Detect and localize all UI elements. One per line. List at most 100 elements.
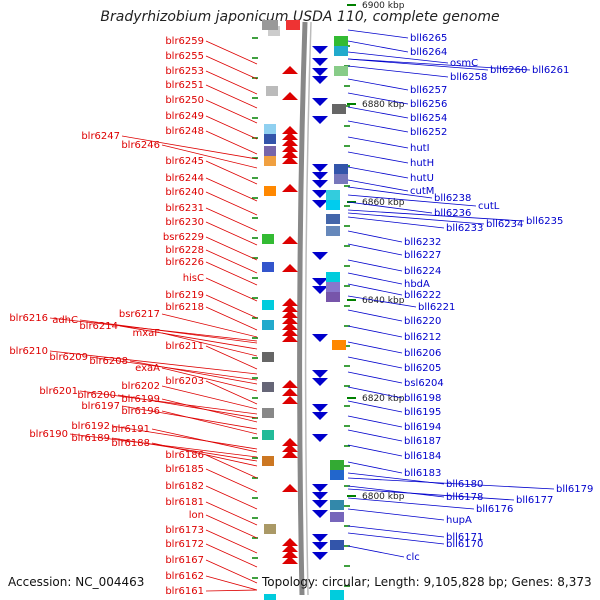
scale-label: 6860 kbp [362,198,405,208]
label-leader-left [205,160,258,185]
label-leader-right [347,371,403,384]
gene-block-forward [264,524,276,534]
label-leader-left [205,501,258,526]
gene-arrow-reverse [312,404,328,412]
gene-arrow-forward [282,304,298,312]
gene-arrow-forward [282,66,298,74]
accession-label: Accession: NC_004463 [8,575,145,589]
gene-arrow-forward [282,126,298,134]
label-leader-right [347,179,409,192]
label-leader-right [347,461,403,474]
label-leader-right [347,444,403,457]
gene-label-right: bll6170 [446,539,483,550]
label-leader-left [205,115,258,140]
label-leader-left [49,350,258,375]
gene-arrow-reverse [312,164,328,172]
gene-arrow-forward [282,380,298,388]
label-leader-left [205,191,258,216]
label-leader-left [161,313,258,338]
map-title: Bradyrhizobium japonicum USDA 110, compl… [100,9,500,25]
gene-label-left: blr6200 [77,390,116,401]
gene-block-forward [262,382,274,392]
scale-label: 6880 kbp [362,100,405,110]
gene-block-forward [264,594,276,600]
gene-label-left: blr6161 [165,586,204,597]
gene-arrow-forward [282,298,298,306]
label-leader-left [205,514,258,539]
label-leader-left [205,306,258,331]
label-leader-right [347,151,409,164]
label-leader-right [347,400,403,413]
gene-label-right: cutL [478,201,500,212]
label-leader-left [205,345,258,370]
gene-arrow-forward [282,316,298,324]
gene-arrow-reverse [312,180,328,188]
gene-label-right: bll6233 [446,223,483,234]
gene-block-forward [264,124,276,134]
gene-label-right: bll6235 [526,216,563,227]
gene-block-reverse [326,292,340,302]
gene-arrow-reverse [312,286,328,294]
gene-block-forward [262,456,274,466]
gene-arrow-reverse [312,76,328,84]
gene-arrow-forward [282,438,298,446]
gene-arrow-forward [282,544,298,552]
gene-block-reverse [330,512,344,522]
label-leader-right [347,136,409,149]
gene-block-reverse [334,174,348,184]
label-leader-right [347,532,445,545]
gene-label-left: exaA [135,363,160,374]
gene-arrow-forward [282,264,298,272]
label-leader-left [121,135,258,160]
label-leader-right [347,545,405,558]
label-leader-right [347,106,409,119]
label-leader-left [205,559,258,584]
gene-block-forward [268,26,280,36]
gene-arrow-reverse [312,492,328,500]
gene-arrow-forward [282,388,298,396]
gene-label-right: hutU [410,173,434,184]
gene-arrow-forward [282,322,298,330]
label-leader-left [205,40,258,65]
gene-label-left: blr6185 [165,464,204,475]
gene-label-left: blr6247 [81,131,120,142]
gene-arrow-forward [282,156,298,164]
gene-arrow-reverse [312,378,328,386]
gene-arrow-reverse [312,534,328,542]
gene-block-reverse [326,200,340,210]
gene-block-forward [262,408,274,418]
gene-label-right: bll6256 [410,99,447,110]
label-leader-left [161,398,258,423]
label-leader-right [347,58,489,71]
gene-label-left: blr6218 [165,302,204,313]
label-leader-left [151,428,258,453]
label-leader-left [161,367,258,392]
gene-label-left: blr6251 [165,80,204,91]
gene-arrow-reverse [312,278,328,286]
gene-label-left: blr6249 [165,111,204,122]
gene-arrow-reverse [312,334,328,342]
gene-label-left: blr6228 [165,245,204,256]
gene-label-left: blr6246 [121,140,160,151]
gene-label-right: bll6184 [404,451,441,462]
gene-arrow-forward [282,150,298,158]
gene-arrow-reverse [312,68,328,76]
label-leader-left [205,468,258,493]
label-leader-right [347,497,475,510]
label-leader-left [129,360,258,385]
gene-label-left: blr6196 [121,406,160,417]
gene-label-right: bll6183 [404,468,441,479]
label-leader-left [205,485,258,510]
gene-block-reverse [326,282,340,292]
gene-block-forward [264,186,276,196]
gene-arrow-reverse [312,252,328,260]
gene-label-left: blr6248 [165,126,204,137]
gene-arrow-forward [282,328,298,336]
label-leader-left [205,249,258,274]
gene-label-left: blr6230 [165,217,204,228]
gene-arrow-forward [282,556,298,564]
gene-label-right: bll6194 [404,422,441,433]
gene-label-right: bll6261 [532,65,569,76]
gene-label-left: blr6186 [165,450,204,461]
